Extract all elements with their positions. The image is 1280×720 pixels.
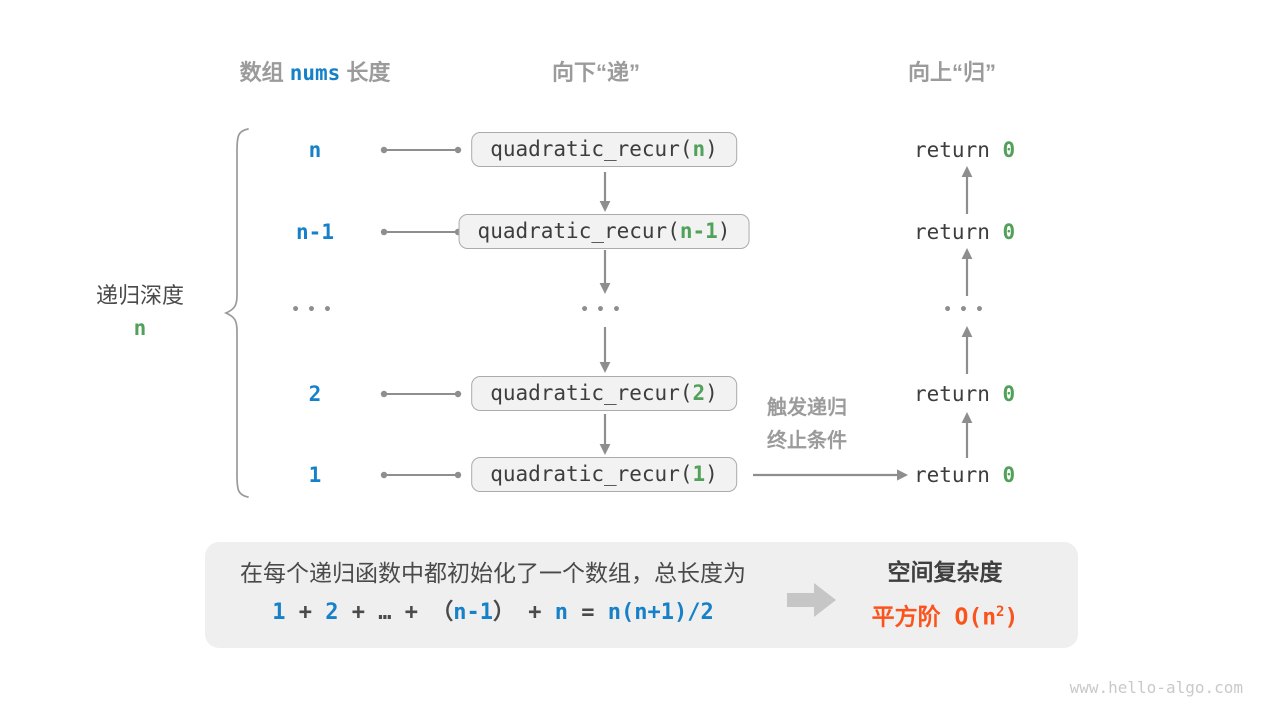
summary-box: 在每个递归函数中都初始化了一个数组，总长度为 1 + 2 + … + （n-1）… — [205, 542, 1078, 648]
formula-term: 1 — [272, 600, 286, 625]
return-statement: return 0 — [914, 219, 1015, 245]
call-box: quadratic_recur(2) — [471, 376, 737, 411]
return-value: 0 — [1002, 138, 1016, 162]
array-length-label: 2 — [308, 382, 322, 406]
formula-paren: （ — [431, 600, 454, 625]
block-arrow-right-icon — [787, 583, 836, 617]
connector-line — [380, 471, 462, 479]
arrow-down-icon — [599, 172, 611, 212]
return-value: 0 — [1002, 220, 1016, 244]
ellipsis-left: ••• — [291, 302, 339, 318]
return-statement: return 0 — [914, 462, 1015, 488]
connector-line — [380, 146, 462, 154]
call-text: quadratic_recur( — [490, 462, 693, 486]
watermark: www.hello-algo.com — [1069, 678, 1243, 697]
array-length-label: n-1 — [296, 220, 334, 244]
recursion-depth-value: n — [133, 316, 147, 340]
recursion-depth-block: 递归深度 n — [73, 282, 207, 340]
complexity-text: 平方阶 O(n — [871, 604, 997, 631]
call-text: ) — [705, 462, 718, 486]
base-case-line2: 终止条件 — [767, 430, 847, 452]
connector-line — [380, 228, 462, 236]
call-argument: 1 — [692, 462, 706, 486]
formula-ellipsis: … — [378, 600, 392, 625]
call-text: ) — [705, 137, 718, 161]
return-keyword: return — [914, 382, 1003, 406]
array-label-suffix: 长度 — [340, 60, 391, 85]
arrow-right-icon — [753, 469, 908, 481]
formula-operator: + — [515, 600, 555, 625]
space-complexity-title: 空间复杂度 — [887, 559, 1003, 585]
recursion-depth-label: 递归深度 — [95, 283, 184, 308]
call-text: quadratic_recur( — [490, 381, 693, 405]
return-keyword: return — [914, 220, 1003, 244]
column-header-upward: 向上“归” — [907, 60, 996, 85]
return-value: 0 — [1002, 382, 1016, 406]
call-box: quadratic_recur(1) — [471, 457, 737, 492]
formula-term: 2 — [325, 600, 339, 625]
curly-brace-icon — [223, 128, 249, 498]
return-statement: return 0 — [914, 381, 1015, 407]
return-statement: return 0 — [914, 137, 1015, 163]
call-text: quadratic_recur( — [490, 137, 693, 161]
call-text: ) — [717, 219, 731, 243]
array-label-prefix: 数组 — [239, 60, 290, 85]
return-keyword: return — [914, 138, 1003, 162]
base-case-line1: 触发递归 — [767, 397, 847, 419]
formula-operator: + — [338, 600, 379, 625]
connector-line — [380, 390, 462, 398]
array-length-label: 1 — [308, 463, 322, 487]
complexity-exponent: 2 — [996, 604, 1005, 620]
summary-formula: 1 + 2 + … + （n-1） + n = n(n+1)/2 — [213, 598, 773, 628]
formula-operator: + — [285, 600, 326, 625]
array-variable-name: nums — [289, 61, 341, 85]
formula-term: n-1 — [453, 600, 494, 625]
ellipsis-right: ••• — [943, 302, 991, 318]
call-box: quadratic_recur(n-1) — [458, 214, 750, 249]
base-case-label: 触发递归 终止条件 — [737, 392, 877, 458]
formula-result: n(n+1)/2 — [607, 600, 714, 625]
formula-operator: = — [568, 600, 608, 625]
formula-operator: + — [391, 600, 432, 625]
arrow-down-icon — [599, 414, 611, 455]
arrow-up-icon — [961, 412, 973, 458]
call-box: quadratic_recur(n) — [471, 132, 737, 167]
space-complexity-value: 平方阶 O(n2) — [820, 597, 1070, 633]
call-argument: n-1 — [679, 219, 718, 243]
return-value: 0 — [1002, 463, 1016, 487]
arrow-down-icon — [599, 327, 611, 373]
array-length-label: n — [308, 138, 322, 162]
call-argument: 2 — [692, 381, 706, 405]
arrow-down-icon — [599, 250, 611, 294]
complexity-text: ) — [1004, 604, 1019, 631]
ellipsis-middle: ••• — [580, 302, 628, 318]
return-keyword: return — [914, 463, 1003, 487]
formula-term: n — [554, 600, 569, 625]
arrow-up-icon — [961, 166, 973, 214]
summary-description: 在每个递归函数中都初始化了一个数组，总长度为 — [240, 560, 746, 586]
column-header-downward: 向下“递” — [551, 60, 640, 85]
call-text: quadratic_recur( — [477, 219, 680, 243]
arrow-up-icon — [961, 248, 973, 296]
column-header-array-length: 数组 nums 长度 — [165, 58, 465, 88]
call-text: ) — [705, 381, 718, 405]
call-argument: n — [692, 137, 706, 161]
arrow-up-icon — [961, 326, 973, 374]
formula-paren: ） — [493, 600, 516, 625]
